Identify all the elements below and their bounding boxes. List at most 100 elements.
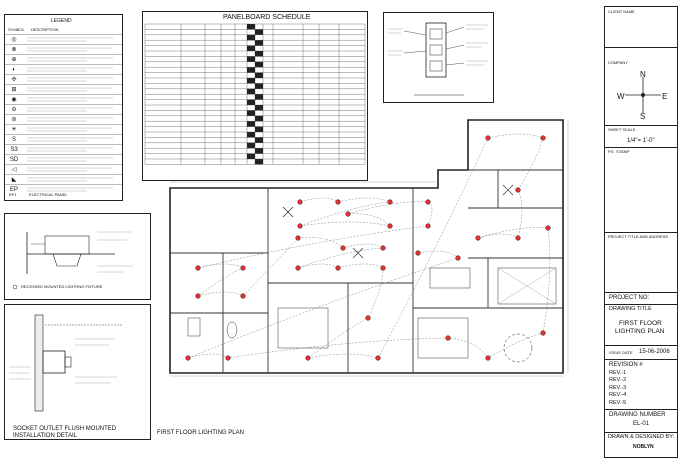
- wiring-run: [477, 227, 549, 239]
- recessed-fixture-caption: RECESSED MOUNTED LIGHTING FIXTURE: [21, 284, 103, 289]
- pendant-icon: ⊕: [11, 57, 17, 63]
- light-fixture-icon: [365, 315, 371, 321]
- drawn-by-value: NOBLYN: [633, 444, 654, 450]
- legend-description-lines: [27, 127, 117, 134]
- legend-description-lines: [27, 137, 117, 144]
- wiring-run: [337, 197, 391, 203]
- legend-row: ⊖: [5, 104, 122, 114]
- wiring-run: [347, 201, 429, 215]
- plan-walls: [169, 119, 564, 374]
- pe-stamp-label: P.E. STAMP: [608, 149, 630, 154]
- panelboard-breaker-cell: [255, 72, 263, 78]
- wiring-icon: ◣: [11, 177, 17, 183]
- revision-label: REVISION #: [609, 362, 643, 368]
- panelboard-breaker-cell: [255, 159, 263, 165]
- light-fixture-icon: [425, 199, 431, 205]
- legend-row: SD: [5, 154, 122, 164]
- legend-row: S3: [5, 144, 122, 154]
- revision-item: REV.-5: [609, 399, 627, 406]
- panelboard-breaker-cell: [255, 115, 263, 122]
- legend-description-lines: [27, 167, 117, 174]
- legend-row: ◁: [5, 164, 122, 174]
- exhaust-icon: ⊞: [11, 87, 17, 93]
- legend-description-lines: [27, 87, 117, 94]
- title-block: CLIENT NAME COMPANY N S W E SHEET SCALE …: [604, 6, 678, 458]
- light-fixture-icon: [240, 265, 246, 271]
- wiring-run: [307, 317, 369, 359]
- light-fixture-icon: [225, 355, 231, 361]
- light-fixture-icon: [485, 135, 491, 141]
- light-fixture-icon: [335, 199, 341, 205]
- light-fixture-icon: [185, 355, 191, 361]
- panelboard-breaker-cell: [247, 78, 255, 84]
- client-name-label: CLIENT NAME: [608, 9, 635, 14]
- panelboard-breaker-cell: [247, 45, 255, 51]
- panelboard-schedule: PANELBOARD SCHEDULE: [142, 11, 368, 181]
- light-fixture-icon: [485, 355, 491, 361]
- panelboard-breaker-cell: [255, 105, 263, 111]
- wiring-run: [377, 137, 489, 359]
- legend-row: ◐: [5, 64, 122, 74]
- panelboard-breaker-cell: [247, 24, 255, 30]
- legend-row: ◉: [5, 94, 122, 104]
- wiring-run: [227, 337, 449, 359]
- legend-description-header: DESCRIPTION: [31, 27, 59, 32]
- wiring-run: [337, 263, 384, 269]
- panelboard-breaker-cell: [247, 132, 255, 138]
- light-fixture-icon: [475, 235, 481, 241]
- spot-icon: ◉: [11, 97, 17, 103]
- wiring-run: [197, 263, 244, 269]
- wiring-run: [297, 263, 339, 269]
- recessed-light-icon: ◎: [11, 37, 17, 43]
- wall-light-icon: ⊗: [11, 47, 17, 53]
- light-fixture-icon: [515, 235, 521, 241]
- sheet-scale-value: 1/4"= 1'-0": [627, 138, 655, 144]
- light-fixture-icon: [540, 330, 546, 336]
- sheet-scale-label: SHEET SCALE: [608, 127, 636, 132]
- legend-description-lines: [27, 57, 117, 64]
- drawn-by-label: DRAWN & DESIGNED BY:: [608, 434, 675, 440]
- legend-description-lines: [27, 37, 117, 44]
- wiring-run: [299, 201, 391, 227]
- drawing-number-value: EL-01: [633, 421, 650, 427]
- wiring-run: [299, 221, 391, 227]
- light-fixture-icon: [340, 245, 346, 251]
- legend-row: ⊜: [5, 114, 122, 124]
- drawing-number-label: DRAWING NUMBER: [609, 412, 666, 418]
- ceiling-fan-icon: [282, 206, 294, 218]
- wiring-run: [307, 353, 379, 359]
- floor-plan-caption: FIRST FLOOR LIGHTING PLAN: [157, 430, 244, 436]
- legend-row: ⊗: [5, 44, 122, 54]
- socket-outlet-drawing: [9, 314, 123, 412]
- legend-row: ⊞: [5, 84, 122, 94]
- issue-date-value: 15-06-2006: [639, 349, 670, 355]
- legend-row: ⊕: [5, 54, 122, 64]
- socket-caption-line1: SOCKET OUTLET FLUSH MOUNTED: [13, 426, 117, 432]
- light-fixture-icon: [387, 199, 393, 205]
- light-fixture-icon: [305, 355, 311, 361]
- outlet-icon: ⊖: [11, 107, 17, 113]
- plan-wiring: [187, 133, 551, 359]
- panelboard-breaker-cell: [247, 142, 255, 149]
- panelboard-breaker-cell: [255, 51, 263, 57]
- light-fixture-icon: [425, 223, 431, 229]
- legend-description-lines: [27, 77, 117, 84]
- panelboard-breaker-cell: [247, 56, 255, 62]
- light-fixture-icon: [295, 235, 301, 241]
- panelboard-breaker-cell: [255, 137, 263, 143]
- legend-description-lines: [27, 177, 117, 184]
- legend-panel-label: ELECTRICAL PANEL: [29, 192, 68, 197]
- panelboard-breaker-cell: [255, 126, 263, 132]
- legend-description-lines: [27, 117, 117, 124]
- wiring-run: [477, 233, 519, 239]
- light-fixture-icon: [540, 135, 546, 141]
- panelboard-breaker-cell: [247, 121, 255, 127]
- fan-icon: ✣: [11, 77, 17, 83]
- light-fixture-icon: [335, 265, 341, 271]
- wiring-run: [197, 291, 244, 297]
- compass-west: W: [617, 92, 625, 101]
- legend-row: ✳: [5, 124, 122, 134]
- panelboard-breaker-cell: [255, 61, 263, 68]
